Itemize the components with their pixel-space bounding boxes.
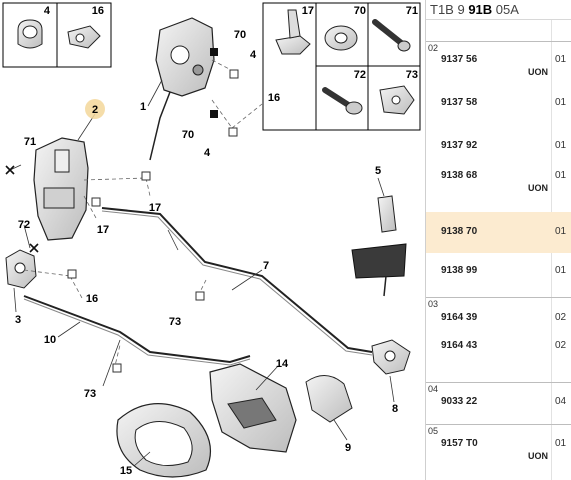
- part-qty: 01: [555, 54, 567, 65]
- part-note: UON: [528, 67, 548, 77]
- inset-right-label-c: 71: [406, 5, 418, 17]
- parts-list-panel: T1B 9 91B 05A 02 9137 56 01 UON 9137 58 …: [425, 0, 571, 480]
- part-qty: 01: [555, 170, 567, 181]
- inset-left-clip2-part: [67, 25, 101, 49]
- part-ref: 9157 T0: [441, 438, 478, 449]
- part-qty: 01: [555, 226, 567, 237]
- inset-left-label-b: 16: [92, 5, 104, 17]
- outer-handle-mechanism: [149, 17, 215, 161]
- part-row[interactable]: 9137 56 01 UON: [426, 52, 571, 85]
- callout-7: 7: [263, 260, 269, 272]
- callout-17b: 17: [97, 224, 109, 236]
- lock-bracket-part: [5, 249, 37, 289]
- inset-right-screw-part: [372, 19, 411, 52]
- inner-handle-part: [209, 363, 297, 453]
- callout-70b: 70: [182, 129, 194, 141]
- callout-10: 10: [44, 334, 56, 346]
- inset-left: 4 16: [2, 2, 112, 68]
- part-qty: 02: [555, 340, 567, 351]
- inset-left-clip-part: [17, 19, 43, 49]
- control-rod-7: [101, 207, 373, 353]
- group-number: 04: [428, 384, 439, 394]
- inset-right-label-a: 17: [302, 5, 314, 17]
- callout-3: 3: [15, 314, 21, 326]
- part-ref: 9137 56: [441, 54, 478, 65]
- part-row[interactable]: 9033 22 04: [426, 394, 571, 418]
- door-lock-assembly: [33, 137, 89, 241]
- diagram-canvas: 4 16 17 70 71 72 73: [2, 2, 421, 478]
- part-note: UON: [528, 183, 548, 193]
- leader-lines: [9, 79, 395, 467]
- inset-right-label-e: 73: [406, 69, 418, 81]
- part-row[interactable]: 9138 99 01: [426, 263, 571, 287]
- callout-15: 15: [120, 465, 132, 477]
- inset-right-grommet-part: [324, 25, 358, 51]
- part-qty: 01: [555, 265, 567, 276]
- inset-right-label-d: 72: [354, 69, 366, 81]
- part-ref: 9164 43: [441, 340, 478, 351]
- handle-cover-part: [305, 375, 353, 423]
- group-number: 03: [428, 299, 439, 309]
- part-qty: 02: [555, 312, 567, 323]
- callout-73b: 73: [84, 388, 96, 400]
- inset-right: 17 70 71 72 73: [262, 2, 421, 131]
- inset-right-bracket-part: [275, 9, 311, 55]
- part-row[interactable]: 9137 58 01: [426, 95, 571, 119]
- control-rod-10: [23, 295, 251, 364]
- callout-4a: 4: [250, 49, 257, 61]
- callout-16a: 16: [268, 92, 280, 104]
- callout-8: 8: [392, 403, 398, 415]
- part-row[interactable]: 9164 43 02: [426, 338, 571, 362]
- part-qty: 01: [555, 438, 567, 449]
- group-number: 05: [428, 426, 439, 436]
- highlight-callout-2: [85, 99, 105, 119]
- callout-2: 2: [92, 104, 98, 116]
- callout-71: 71: [24, 136, 36, 148]
- callout-73a: 73: [169, 316, 181, 328]
- part-qty: 04: [555, 396, 567, 407]
- handle-bezel-part: [116, 403, 212, 478]
- part-ref: 9137 58: [441, 97, 478, 108]
- inset-right-bolt-part: [322, 87, 363, 115]
- part-ref: 9138 99: [441, 265, 478, 276]
- exploded-parts-diagram: 4 16 17 70 71 72 73: [2, 2, 421, 478]
- reference-bold: 91B: [468, 2, 493, 17]
- part-note: UON: [528, 451, 548, 461]
- callout-14: 14: [276, 358, 289, 370]
- part-row[interactable]: 9137 92 01: [426, 138, 571, 162]
- inset-right-clip-part: [379, 85, 415, 115]
- part-row[interactable]: 9138 68 01 UON: [426, 168, 571, 201]
- callout-9: 9: [345, 442, 351, 454]
- callout-1: 1: [140, 101, 146, 113]
- callout-70a: 70: [234, 29, 246, 41]
- lock-button-part: [351, 195, 407, 297]
- rod-clip-symbols: [67, 48, 239, 373]
- inset-right-label-b: 70: [354, 5, 366, 17]
- part-row[interactable]: 9164 39 02: [426, 310, 571, 334]
- inset-left-label-a: 4: [44, 5, 51, 17]
- callout-5: 5: [375, 165, 381, 177]
- cross-symbols: [5, 165, 39, 253]
- reference-header: T1B 9 91B 05A: [426, 0, 571, 20]
- part-ref: 9138 68: [441, 170, 478, 181]
- part-ref: 9033 22: [441, 396, 478, 407]
- part-qty: 01: [555, 97, 567, 108]
- part-qty: 01: [555, 140, 567, 151]
- group-number: 02: [428, 43, 439, 53]
- callout-17a: 17: [149, 202, 161, 214]
- part-ref: 9164 39: [441, 312, 478, 323]
- callout-4b: 4: [204, 147, 211, 159]
- reference-prefix: T1B 9: [430, 2, 465, 17]
- part-row[interactable]: 9157 T0 01 UON: [426, 436, 571, 469]
- part-row-selected[interactable]: 9138 70 01: [426, 212, 571, 253]
- callout-72: 72: [18, 219, 30, 231]
- part-ref: 9138 70: [441, 226, 478, 237]
- reference-suffix: 05A: [495, 2, 519, 17]
- callout-labels: 1 2 3 4 4 5 7 8 9 10 14 15 16 16 17 17 7…: [15, 29, 398, 477]
- callout-16b: 16: [86, 293, 98, 305]
- part-ref: 9137 92: [441, 140, 478, 151]
- inner-handle-lever-part: [371, 339, 411, 375]
